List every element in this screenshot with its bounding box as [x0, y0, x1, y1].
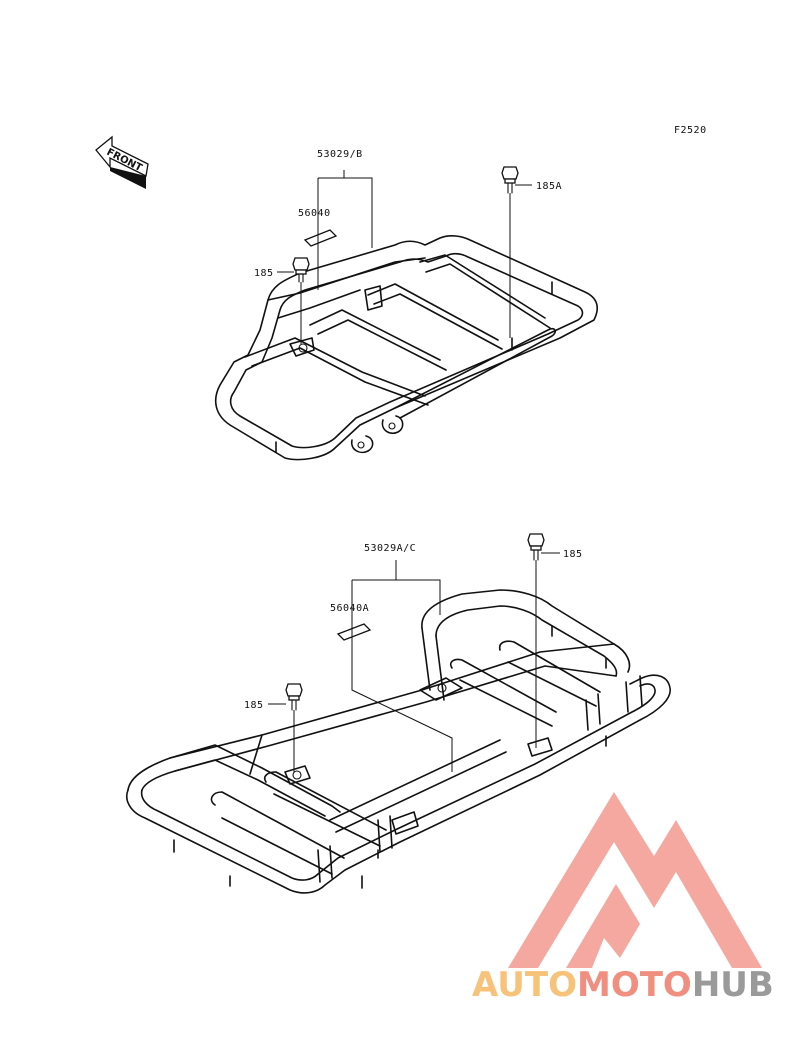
- bolt-185-lower-right-icon: [527, 533, 545, 748]
- label-sticker-lower-icon: [336, 623, 372, 641]
- figure-code: F2520: [674, 125, 707, 136]
- lower-carrier-drawing: [126, 589, 671, 894]
- brand-word-moto: MOTO: [577, 965, 692, 1005]
- bolt-185-upper-left-icon: [292, 257, 310, 344]
- upper-left-bolt-part-number: 185: [254, 268, 274, 279]
- label-sticker-upper-icon: [303, 229, 338, 247]
- bolt-185a-upper-right-icon: [501, 166, 519, 338]
- upper-right-bolt-part-number: 185A: [536, 181, 562, 192]
- front-arrow-icon: FRONT: [95, 135, 149, 189]
- lower-right-bolt-part-number: 185: [563, 549, 583, 560]
- brand-word-auto: AUTO: [472, 965, 577, 1005]
- bolt-185-lower-left-icon: [285, 683, 303, 772]
- svg-text:AUTOMOTOHUB: AUTOMOTOHUB: [472, 965, 774, 1005]
- upper-carrier-part-number: 53029/B: [317, 149, 363, 160]
- automotohub-logo-icon: [508, 792, 762, 968]
- lower-left-bolt-part-number: 185: [244, 700, 264, 711]
- lower-label-part-number: 56040A: [330, 603, 369, 614]
- upper-label-part-number: 56040: [298, 208, 331, 219]
- lower-carrier-part-number: 53029A/C: [364, 543, 416, 554]
- brand-wordmark: AUTOMOTOHUB: [472, 965, 774, 1005]
- brand-word-hub: HUB: [692, 965, 774, 1005]
